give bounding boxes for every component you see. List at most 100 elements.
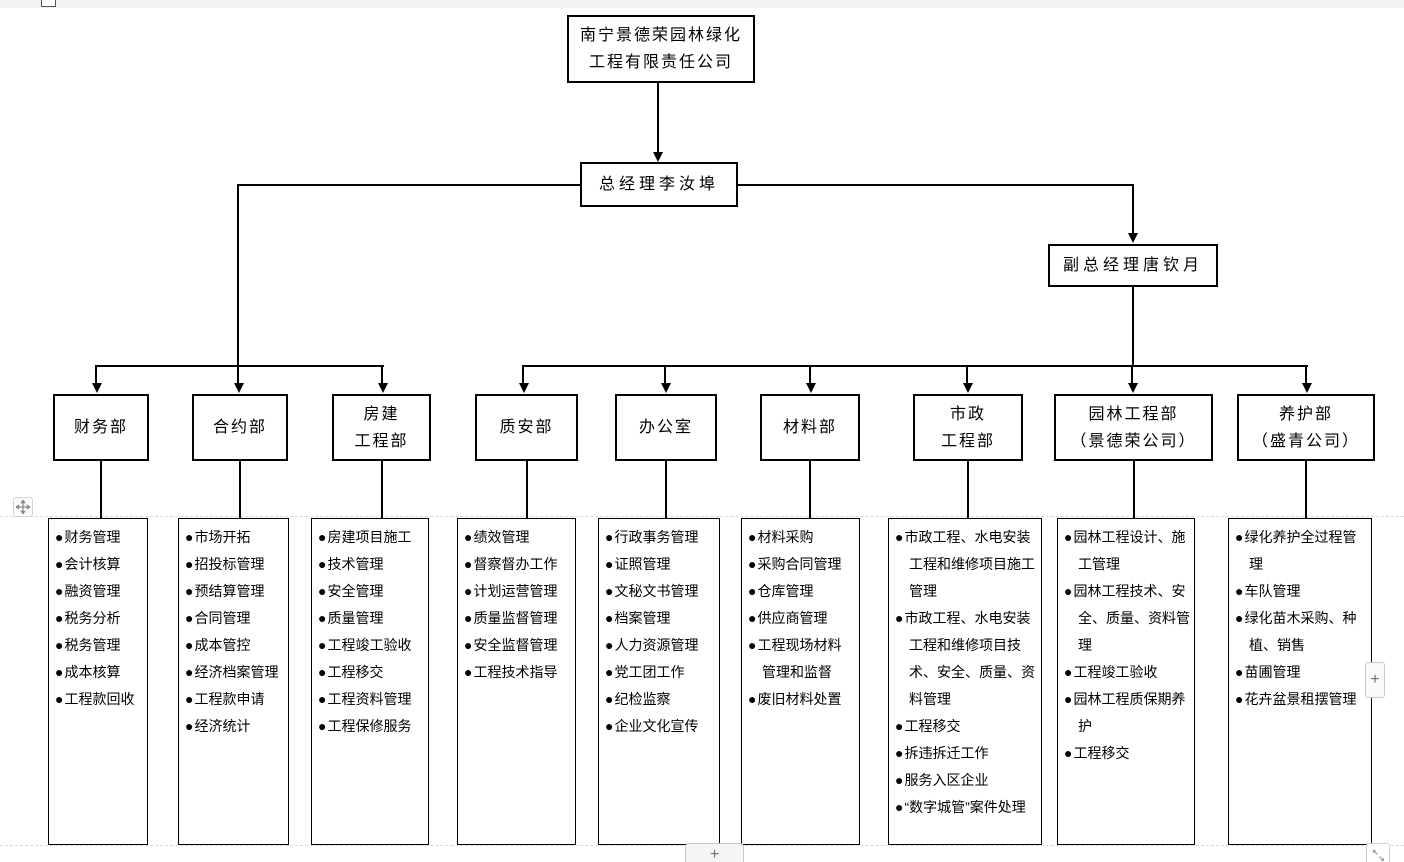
- bullet-icon: ●: [605, 718, 614, 734]
- bullet-icon: ●: [748, 556, 757, 572]
- duty-item: ●绩效管理: [464, 524, 571, 551]
- department-box[interactable]: 房建工程部: [332, 394, 431, 461]
- duty-item: ●证照管理: [605, 551, 715, 578]
- duty-item: ●技术管理: [318, 551, 424, 578]
- duty-text: 工程现场材料管理和监督: [757, 637, 842, 680]
- bullet-icon: ●: [318, 556, 327, 572]
- bullet-icon: ●: [605, 691, 614, 707]
- bullet-icon: ●: [748, 637, 757, 653]
- bullet-icon: ●: [748, 529, 757, 545]
- duty-text: 人力资源管理: [614, 637, 699, 653]
- bullet-icon: ●: [464, 610, 473, 626]
- department-box[interactable]: 办公室: [615, 394, 717, 461]
- duty-text: 仓库管理: [757, 583, 814, 599]
- department-duties-box[interactable]: ●园林工程设计、施工管理●园林工程技术、安全、质量、资料管理●工程竣工验收●园林…: [1057, 518, 1195, 845]
- duty-item: ●预结算管理: [185, 578, 284, 605]
- fit-screen-button[interactable]: [1366, 843, 1390, 862]
- duty-text: 经济档案管理: [194, 664, 279, 680]
- bullet-icon: ●: [318, 529, 327, 545]
- duty-text: 证照管理: [614, 556, 671, 572]
- duty-item: ●“数字城管”案件处理: [895, 794, 1037, 821]
- arrow-down-icon: [234, 383, 244, 393]
- duty-text: 成本核算: [64, 664, 121, 680]
- duty-item: ●工程移交: [318, 659, 424, 686]
- department-duties-box[interactable]: ●绿化养护全过程管理●车队管理●绿化苗木采购、种植、销售●苗圃管理●花卉盆景租摆…: [1228, 518, 1372, 845]
- duty-text: 招投标管理: [194, 556, 265, 572]
- bullet-icon: ●: [1235, 583, 1244, 599]
- department-duties-box[interactable]: ●房建项目施工●技术管理●安全管理●质量管理●工程竣工验收●工程移交●工程资料管…: [311, 518, 429, 845]
- department-box[interactable]: 园林工程部（景德荣公司）: [1054, 394, 1213, 461]
- duty-item: ●工程款申请: [185, 686, 284, 713]
- bullet-icon: ●: [748, 583, 757, 599]
- duty-item: ●房建项目施工: [318, 524, 424, 551]
- connector-to-dgm: [1132, 184, 1134, 234]
- duty-text: 供应商管理: [757, 610, 828, 626]
- branch-arrow-stub: [966, 366, 968, 383]
- duty-item: ●安全监督管理: [464, 632, 571, 659]
- duty-text: 服务入区企业: [904, 772, 989, 788]
- deputy-general-manager-label: 副总经理唐钦月: [1062, 257, 1203, 274]
- department-box[interactable]: 财务部: [53, 394, 149, 461]
- duty-text: 党工团工作: [614, 664, 685, 680]
- company-root-box[interactable]: 南宁景德荣园林绿化 工程有限责任公司: [567, 15, 755, 83]
- bullet-icon: ●: [318, 664, 327, 680]
- department-duties-box[interactable]: ●财务管理●会计核算●融资管理●税务分析●税务管理●成本核算●工程款回收: [48, 518, 148, 845]
- dept-to-duties-connector: [809, 461, 811, 518]
- move-handle-button[interactable]: [13, 497, 33, 517]
- department-duties-box[interactable]: ●市政工程、水电安装工程和维修项目施工管理●市政工程、水电安装工程和维修项目技术…: [888, 518, 1042, 845]
- duty-item: ●市场开拓: [185, 524, 284, 551]
- duty-text: 融资管理: [64, 583, 121, 599]
- arrow-down-icon: [92, 383, 102, 393]
- duty-text: 文秘文书管理: [614, 583, 699, 599]
- general-manager-box[interactable]: 总经理李汝埠: [580, 162, 738, 207]
- zoom-in-side-button[interactable]: +: [1365, 662, 1385, 698]
- duty-text: 市政工程、水电安装工程和维修项目技术、安全、质量、资料管理: [904, 610, 1035, 707]
- duty-text: 车队管理: [1244, 583, 1301, 599]
- department-duties-box[interactable]: ●行政事务管理●证照管理●文秘文书管理●档案管理●人力资源管理●党工团工作●纪检…: [598, 518, 720, 845]
- bullet-icon: ●: [895, 772, 904, 788]
- department-duties-box[interactable]: ●市场开拓●招投标管理●预结算管理●合同管理●成本管控●经济档案管理●工程款申请…: [178, 518, 289, 845]
- department-duties-box[interactable]: ●材料采购●采购合同管理●仓库管理●供应商管理●工程现场材料管理和监督●废旧材料…: [741, 518, 860, 845]
- duty-text: 废旧材料处置: [757, 691, 842, 707]
- arrow-down-icon: [963, 383, 973, 393]
- bullet-icon: ●: [55, 610, 64, 626]
- bullet-icon: ●: [318, 610, 327, 626]
- deputy-general-manager-box[interactable]: 副总经理唐钦月: [1048, 244, 1218, 287]
- add-page-button[interactable]: +: [685, 843, 744, 862]
- duty-item: ●供应商管理: [748, 605, 855, 632]
- duty-item: ●工程技术指导: [464, 659, 571, 686]
- department-box[interactable]: 市政工程部: [913, 394, 1023, 461]
- bullet-icon: ●: [318, 718, 327, 734]
- duty-item: ●服务入区企业: [895, 767, 1037, 794]
- duty-item: ●合同管理: [185, 605, 284, 632]
- duty-text: 行政事务管理: [614, 529, 699, 545]
- bullet-icon: ●: [464, 637, 473, 653]
- duty-item: ●成本核算: [55, 659, 143, 686]
- dept-to-duties-connector: [525, 461, 528, 518]
- arrow-down-icon: [661, 383, 671, 393]
- top-toolbar-strip: [0, 0, 1404, 8]
- object-anchor-icon: [41, 0, 56, 7]
- branch-arrow-stub: [664, 366, 666, 383]
- bullet-icon: ●: [1235, 529, 1244, 545]
- duty-item: ●工程现场材料管理和监督: [748, 632, 855, 686]
- department-duties-box[interactable]: ●绩效管理●督察督办工作●计划运营管理●质量监督管理●安全监督管理●工程技术指导: [457, 518, 576, 845]
- department-box[interactable]: 材料部: [760, 394, 860, 461]
- branch-line-left: [95, 365, 384, 367]
- duty-item: ●工程保修服务: [318, 713, 424, 740]
- arrow-down-icon: [1128, 233, 1138, 243]
- bullet-icon: ●: [895, 610, 904, 626]
- department-title: 园林工程部: [1088, 405, 1179, 423]
- bullet-icon: ●: [464, 529, 473, 545]
- move-icon: [16, 500, 30, 514]
- department-box[interactable]: 合约部: [192, 394, 288, 461]
- department-box[interactable]: 质安部: [475, 394, 578, 461]
- branch-arrow-stub: [381, 366, 383, 383]
- duty-text: 绿化养护全过程管理: [1244, 529, 1357, 572]
- duty-item: ●党工团工作: [605, 659, 715, 686]
- bullet-icon: ●: [1235, 610, 1244, 626]
- bullet-icon: ●: [1064, 664, 1073, 680]
- duty-item: ●工程竣工验收: [1064, 659, 1190, 686]
- department-box[interactable]: 养护部（盛青公司）: [1237, 394, 1375, 461]
- connector-root-to-gm: [657, 83, 659, 154]
